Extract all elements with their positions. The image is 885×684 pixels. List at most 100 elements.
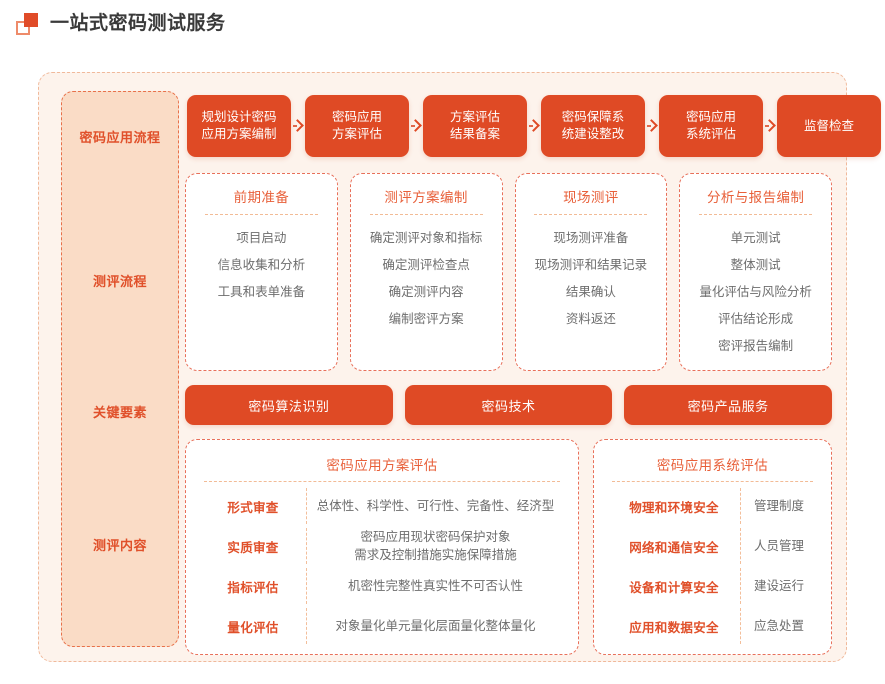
key-element-crypto-technology[interactable]: 密码技术	[404, 385, 613, 425]
process-card-preparation-title: 前期准备	[233, 190, 290, 205]
table-row-value-line1: 对象量化单元量化层面量化整体量化	[335, 619, 536, 633]
key-element-product-service[interactable]: 密码产品服务	[624, 385, 833, 425]
list-item: 量化评估与风险分析	[699, 285, 812, 299]
flow-step-6[interactable]: 监督检查	[777, 95, 881, 157]
process-card-analysis-reporting-title: 分析与报告编制	[706, 190, 805, 205]
page-title: 一站式密码测试服务	[0, 0, 885, 35]
list-item: 确定测评检查点	[382, 258, 470, 272]
sidebar-item-key-elements[interactable]: 关键要素	[92, 404, 147, 420]
divider	[369, 214, 483, 215]
list-item: 确定测评内容	[388, 285, 464, 299]
process-card-analysis-reporting: 分析与报告编制 单元测试 整体测试 量化评估与风险分析 评估结论形成 密评报告编…	[679, 173, 832, 371]
table-row-value-line1: 机密性完整性真实性不可否认性	[347, 579, 523, 593]
table-body: 物理和环境安全 管理制度 网络和通信安全 人员管理	[608, 486, 817, 646]
sidebar-item-crypto-application-process[interactable]: 密码应用流程	[79, 129, 161, 145]
table-row: 指标评估 机密性完整性真实性不可否认性	[200, 566, 564, 606]
table-row: 量化评估 对象量化单元量化层面量化整体量化	[200, 606, 564, 646]
table-crypto-system-evaluation-title: 密码应用系统评估	[656, 458, 769, 473]
list-item: 单元测试	[730, 231, 781, 245]
table-row-label: 物理和环境安全	[629, 500, 719, 515]
flow-step-4[interactable]: 密码保障系 统建设整改	[541, 95, 645, 157]
flow-step-3-line1: 方案评估	[449, 110, 500, 124]
flow-step-1[interactable]: 规划设计密码 应用方案编制	[187, 95, 291, 157]
column-divider	[306, 568, 307, 604]
divider	[699, 214, 813, 215]
list-item: 结果确认	[565, 285, 616, 299]
column-divider	[740, 608, 741, 644]
two-squares-icon	[16, 12, 40, 35]
table-row-value: 总体性、科学性、可行性、完备性、经济型	[307, 497, 564, 515]
list-item: 确定测评对象和指标	[369, 231, 483, 245]
table-body: 形式审查 总体性、科学性、可行性、完备性、经济型 实质审查 密码应用现状密码保护…	[200, 486, 564, 646]
flow-step-3[interactable]: 方案评估 结果备案	[423, 95, 527, 157]
column-divider	[306, 488, 307, 524]
table-row-label: 指标评估	[227, 580, 279, 595]
list-item: 编制密评方案	[388, 312, 464, 326]
list-item: 评估结论形成	[718, 312, 794, 326]
key-elements-row: 密码算法识别 密码技术 密码产品服务	[185, 385, 833, 425]
table-row-value-line1: 应急处置	[753, 619, 804, 633]
flow-step-5-line2: 系统评估	[685, 127, 736, 141]
flow-arrow-2	[409, 120, 423, 132]
table-row: 形式审查 总体性、科学性、可行性、完备性、经济型	[200, 486, 564, 526]
table-row: 网络和通信安全 人员管理	[608, 526, 817, 566]
table-row-value-line1: 人员管理	[753, 539, 804, 553]
table-row-value: 机密性完整性真实性不可否认性	[307, 577, 564, 595]
list-item: 信息收集和分析	[217, 258, 306, 272]
page-title-text: 一站式密码测试服务	[50, 13, 226, 34]
table-row: 实质审查 密码应用现状密码保护对象 需求及控制措施实施保障措施	[200, 526, 564, 566]
diagram-panel: 密码应用流程 测评流程 关键要素 测评内容 规划设计密码 应用方案编制 密码应用…	[38, 72, 881, 662]
column-divider	[306, 528, 307, 564]
square-outline-shape	[16, 20, 30, 35]
column-divider	[740, 528, 741, 564]
flow-step-4-line2: 统建设整改	[561, 127, 625, 141]
table-row-label: 应用和数据安全	[629, 620, 719, 635]
flow-step-2[interactable]: 密码应用 方案评估	[305, 95, 409, 157]
key-element-algorithm-identification[interactable]: 密码算法识别	[185, 385, 393, 425]
list-item: 密评报告编制	[718, 339, 794, 353]
flow-arrow-1	[291, 120, 305, 132]
square-filled-shape	[24, 12, 38, 27]
process-card-plan-drafting: 测评方案编制 确定测评对象和指标 确定测评检查点 确定测评内容 编制密评方案	[349, 173, 503, 371]
content-tables-row: 密码应用方案评估 形式审查 总体性、科学性、可行性、完备性、经济型 实质审查	[185, 439, 832, 655]
list-item: 现场测评准备	[553, 231, 629, 245]
flow-step-3-line2: 结果备案	[449, 127, 500, 141]
column-divider	[306, 608, 307, 644]
table-crypto-plan-evaluation-title: 密码应用方案评估	[326, 458, 438, 473]
flow-step-6-line1: 监督检查	[803, 118, 854, 133]
flow-arrow-3	[527, 120, 541, 132]
table-row-label: 形式审查	[227, 500, 279, 515]
content-column: 规划设计密码 应用方案编制 密码应用 方案评估 方案评估 结果备案	[185, 91, 881, 655]
table-row-label: 设备和计算安全	[629, 580, 719, 595]
table-row-value-line2: 需求及控制措施实施保障措施	[354, 548, 517, 562]
flow-step-2-line1: 密码应用	[331, 110, 382, 124]
table-row-value-line1: 建设运行	[753, 579, 804, 593]
flow-step-5[interactable]: 密码应用 系统评估	[659, 95, 763, 157]
list-item: 现场测评和结果记录	[534, 258, 648, 272]
process-card-preparation: 前期准备 项目启动 信息收集和分析 工具和表单准备	[185, 173, 338, 371]
divider	[204, 481, 560, 482]
table-row-value-line1: 密码应用现状密码保护对象	[360, 530, 511, 544]
flow-step-1-line1: 规划设计密码	[201, 110, 277, 124]
list-item: 项目启动	[236, 231, 287, 245]
process-card-plan-drafting-title: 测评方案编制	[384, 190, 468, 205]
process-card-onsite-evaluation: 现场测评 现场测评准备 现场测评和结果记录 结果确认 资料返还	[514, 173, 668, 371]
table-row-value: 建设运行	[741, 577, 817, 595]
sidebar-item-evaluation-content[interactable]: 测评内容	[92, 537, 147, 553]
list-item: 资料返还	[565, 312, 616, 326]
flow-arrow-5	[763, 120, 777, 132]
column-divider	[740, 568, 741, 604]
flow-steps-row: 规划设计密码 应用方案编制 密码应用 方案评估 方案评估 结果备案	[185, 91, 881, 161]
table-row-value-line1: 管理制度	[753, 499, 804, 513]
flow-arrow-4	[645, 120, 659, 132]
flow-step-2-line2: 方案评估	[331, 127, 382, 141]
table-row-label: 网络和通信安全	[629, 540, 719, 555]
flow-step-4-line1: 密码保障系	[561, 110, 625, 124]
table-row-value-line1: 总体性、科学性、可行性、完备性、经济型	[316, 499, 555, 513]
sidebar-item-evaluation-process[interactable]: 测评流程	[92, 273, 147, 289]
table-crypto-plan-evaluation: 密码应用方案评估 形式审查 总体性、科学性、可行性、完备性、经济型 实质审查	[185, 439, 579, 655]
list-item: 整体测试	[730, 258, 781, 272]
divider	[612, 481, 813, 482]
table-row: 设备和计算安全 建设运行	[608, 566, 817, 606]
table-row-value: 人员管理	[741, 537, 817, 555]
